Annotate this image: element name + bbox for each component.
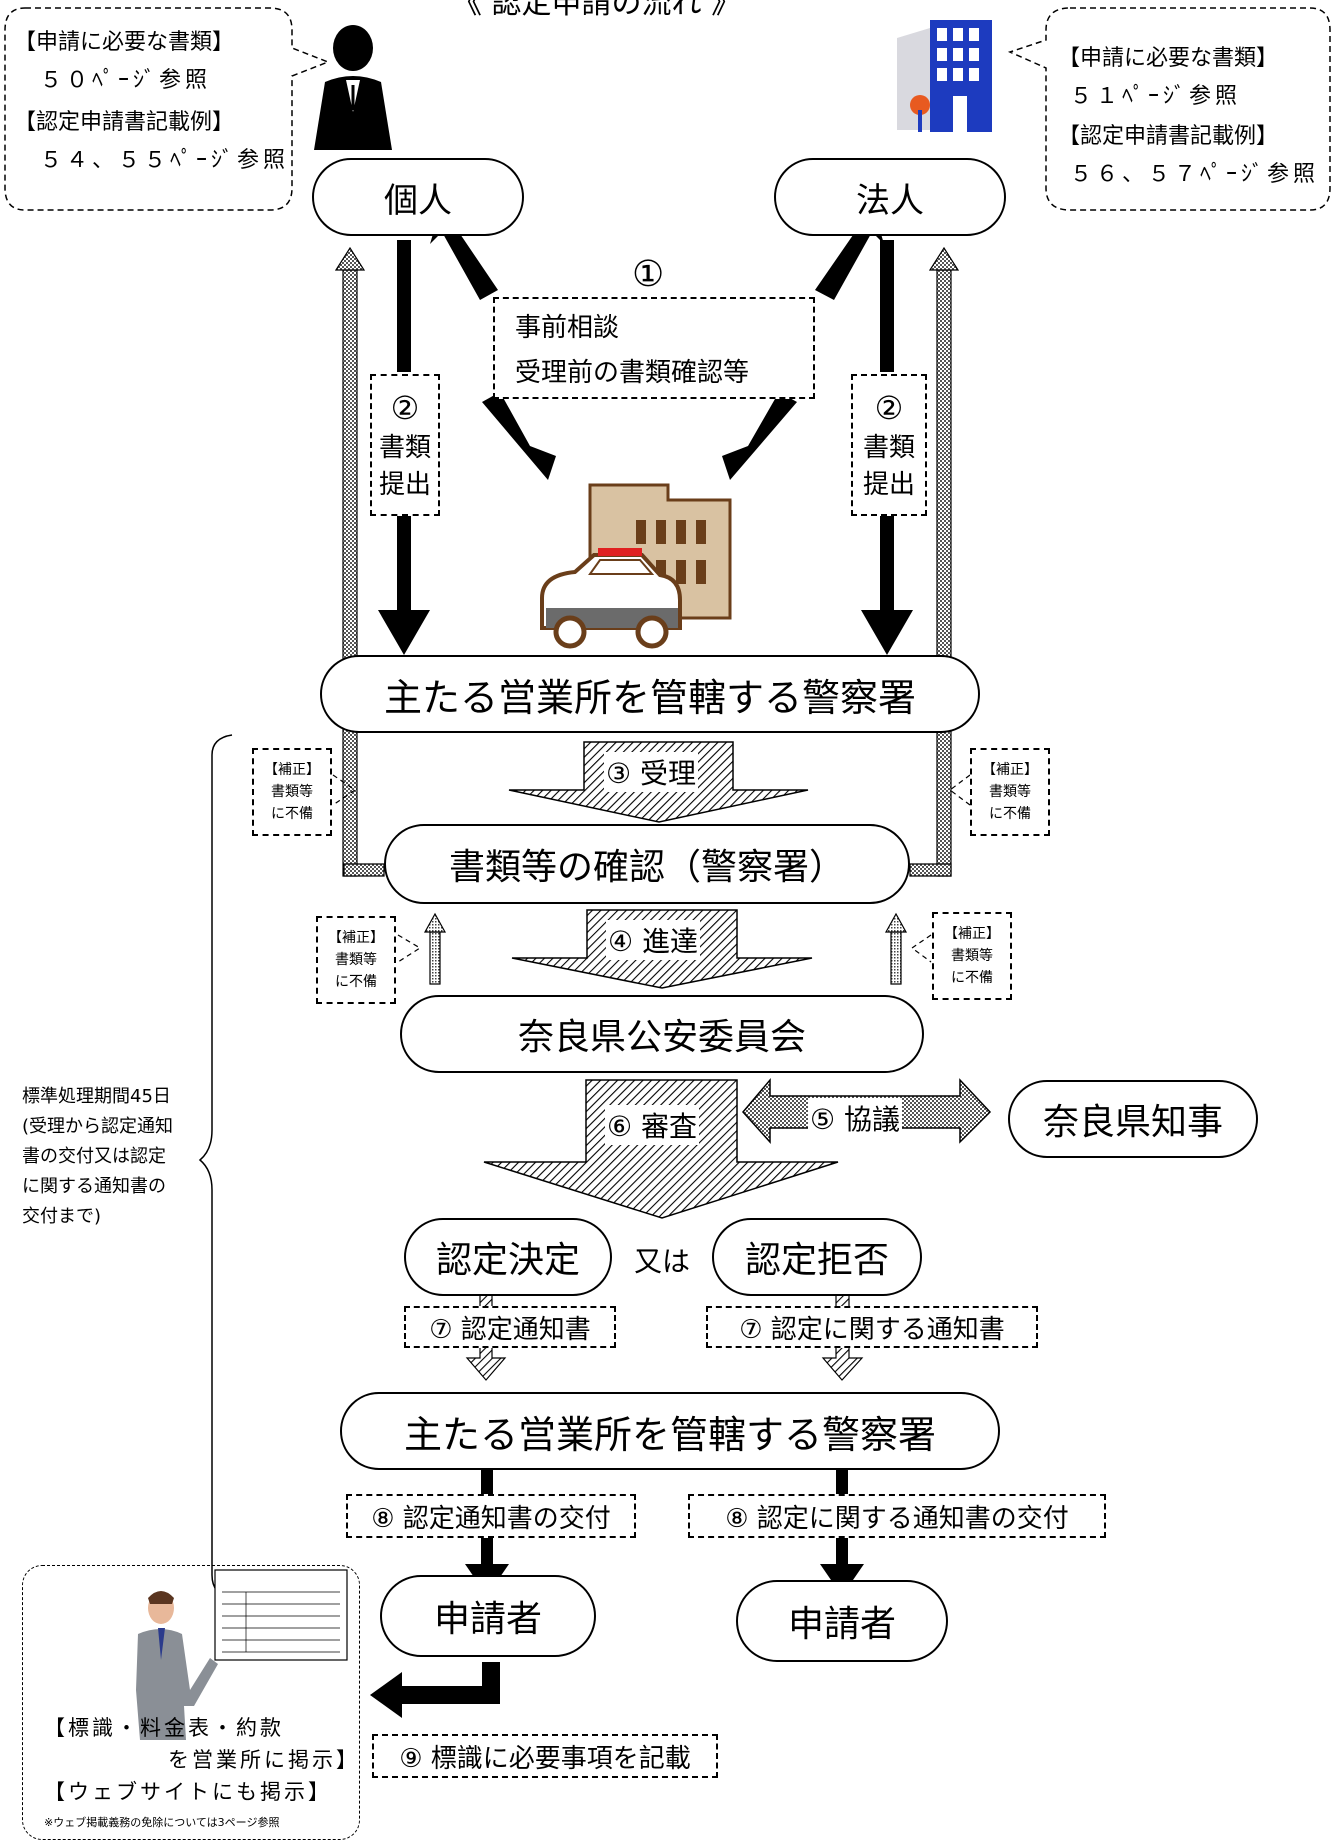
governor-node: 奈良県知事 — [1008, 1080, 1258, 1158]
submit-line1: 書類 — [378, 433, 431, 463]
forward-label: ④ 進達 — [606, 920, 701, 960]
corporation-example-heading: 【認定申請書記載例】 — [1058, 124, 1279, 149]
corporation-callout-bubble — [1007, 7, 1331, 211]
deliver-reject-box: ⑧ 認定に関する通知書の交付 — [688, 1494, 1106, 1538]
commission-node: 奈良県公安委員会 — [400, 995, 924, 1073]
period-line: (受理から認定通知 — [22, 1116, 174, 1137]
or-label: 又は — [634, 1245, 691, 1278]
posting-line3: 【ウェブサイトにも掲示】 — [44, 1780, 332, 1804]
period-line: に関する通知書の — [22, 1176, 166, 1197]
man-with-sign-icon — [136, 1569, 348, 1740]
period-line: 書の交付又は認定 — [22, 1146, 166, 1167]
posting-note: ※ウェブ掲載義務の免除については3ページ参照 — [44, 1816, 280, 1829]
corporation-node: 法人 — [774, 158, 1006, 236]
corporation-docs-page: ５１ﾍﾟｰｼﾞ参照 — [1070, 84, 1242, 109]
person-icon — [314, 25, 392, 150]
consultation-label: ⑤ 協議 — [808, 1098, 903, 1138]
police-station-node: 主たる営業所を管轄する警察署 — [320, 655, 980, 733]
correction-line1: 書類等 — [989, 784, 1031, 800]
correction-box: 【補正】 書類等 に不備 — [316, 916, 396, 1004]
individual-docs-heading: 【申請に必要な書類】 — [14, 30, 235, 55]
correction-head: 【補正】 — [982, 762, 1038, 778]
correction-box: 【補正】 書類等 に不備 — [932, 912, 1012, 1000]
notice-reject-box: ⑦ 認定に関する通知書 — [706, 1306, 1038, 1348]
period-line: 交付まで) — [22, 1206, 102, 1227]
submit-line2: 提出 — [862, 470, 915, 500]
applicant-node: 申請者 — [380, 1575, 596, 1657]
submit-number: ② — [874, 389, 904, 427]
consult-line2: 受理前の書類確認等 — [515, 358, 750, 388]
police-station-icon — [540, 483, 732, 649]
reject-node: 認定拒否 — [712, 1218, 922, 1296]
submit-line2: 提出 — [378, 470, 431, 500]
individual-docs-page: ５０ﾍﾟｰｼﾞ参照 — [40, 68, 212, 93]
individual-node: 個人 — [312, 158, 524, 236]
individual-example-heading: 【認定申請書記載例】 — [14, 110, 235, 135]
consult-box: 事前相談 受理前の書類確認等 — [493, 297, 815, 399]
police-station-delivery-node: 主たる営業所を管轄する警察署 — [340, 1392, 1000, 1470]
standard-period-note: 標準処理期間45日 (受理から認定通知 書の交付又は認定 に関する通知書の 交付… — [22, 1082, 173, 1232]
doc-check-node: 書類等の確認（警察署） — [384, 824, 910, 904]
consult-number: ① — [632, 254, 665, 295]
correction-line2: に不備 — [271, 806, 313, 822]
correction-line1: 書類等 — [951, 948, 993, 964]
diagram-title: 《 認定申請の流れ 》 — [452, 0, 742, 21]
correction-line2: に不備 — [989, 806, 1031, 822]
correction-line2: に不備 — [951, 970, 993, 986]
posting-line2: を営業所に掲示】 — [168, 1748, 360, 1772]
submit-arrows — [378, 240, 913, 655]
correction-head: 【補正】 — [264, 762, 320, 778]
correction-callout-lines — [332, 774, 971, 963]
correction-box: 【補正】 書類等 に不備 — [970, 748, 1050, 836]
approve-node: 認定決定 — [404, 1218, 612, 1296]
submit-line1: 書類 — [862, 433, 915, 463]
corporation-docs-heading: 【申請に必要な書類】 — [1058, 46, 1279, 71]
review-arrow — [483, 1079, 839, 1219]
submit-number: ② — [390, 389, 420, 427]
submit-box-corporation: ② 書類 提出 — [851, 374, 927, 516]
correction-line2: に不備 — [335, 974, 377, 990]
individual-callout-bubble — [4, 7, 331, 211]
correction-line1: 書類等 — [271, 784, 313, 800]
individual-example-page: ５４、５５ﾍﾟｰｼﾞ参照 — [40, 148, 290, 173]
period-bracket — [198, 734, 233, 1599]
review-label: ⑥ 審査 — [605, 1105, 700, 1145]
corporation-example-page: ５６、５７ﾍﾟｰｼﾞ参照 — [1070, 162, 1320, 187]
submit-box-individual: ② 書類 提出 — [370, 374, 440, 516]
posting-box — [22, 1565, 360, 1840]
consult-line1: 事前相談 — [515, 313, 620, 343]
correction-head: 【補正】 — [944, 926, 1000, 942]
correction-head: 【補正】 — [328, 930, 384, 946]
post-sign-arrow — [370, 1662, 500, 1718]
correction-box: 【補正】 書類等 に不備 — [252, 748, 332, 836]
posting-line1: 【標識・料金表・約款 — [44, 1716, 284, 1740]
sign-step-box: ⑨ 標識に必要事項を記載 — [372, 1734, 718, 1778]
notice-approve-box: ⑦ 認定通知書 — [404, 1306, 616, 1348]
period-line: 標準処理期間45日 — [22, 1086, 171, 1107]
applicant-node: 申請者 — [736, 1580, 948, 1662]
correction-line1: 書類等 — [335, 952, 377, 968]
accept-label: ③ 受理 — [604, 752, 699, 792]
office-building-icon — [897, 20, 992, 132]
deliver-approve-box: ⑧ 認定通知書の交付 — [346, 1494, 636, 1538]
